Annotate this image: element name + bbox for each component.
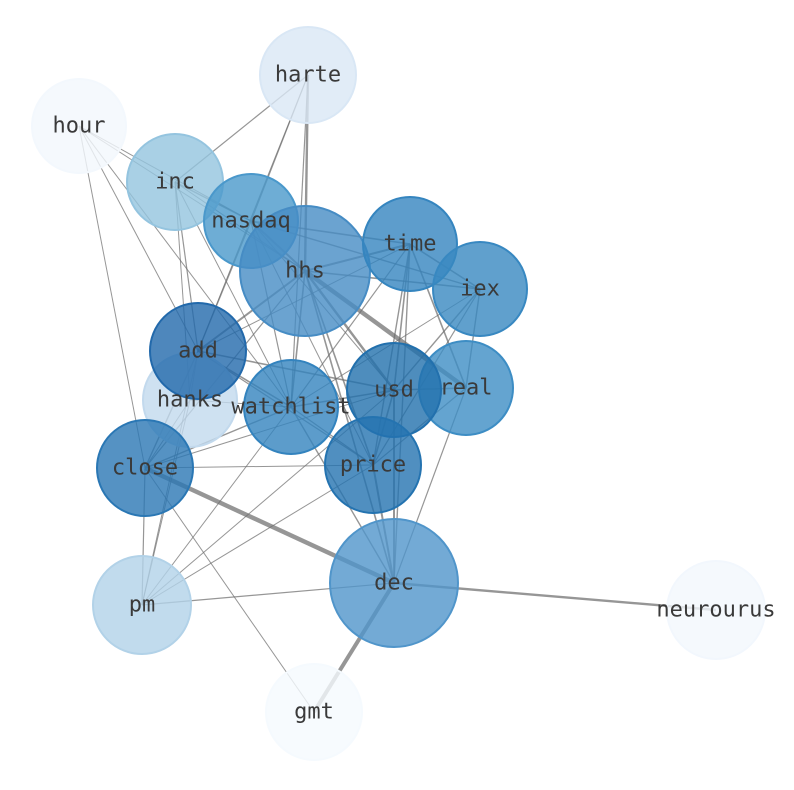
node-label-price: price — [340, 453, 406, 478]
node-label-hanks: hanks — [157, 388, 223, 413]
node-hour — [31, 78, 127, 174]
node-label-neurourus: neurourus — [656, 598, 775, 623]
edge-hour-watchlist — [78, 125, 292, 408]
node-watchlist — [243, 359, 339, 455]
node-label-close: close — [112, 456, 178, 481]
node-label-iex: iex — [460, 277, 500, 302]
node-label-hhs: hhs — [285, 259, 325, 284]
node-label-real: real — [440, 376, 493, 401]
node-label-dec: dec — [374, 571, 414, 596]
edge-gmt-close — [144, 467, 315, 713]
node-neurourus — [666, 560, 766, 660]
node-price — [324, 416, 422, 514]
node-time — [362, 196, 458, 292]
node-pm — [92, 555, 192, 655]
node-inc — [126, 133, 224, 231]
node-add — [149, 302, 247, 400]
node-label-watchlist: watchlist — [231, 395, 350, 420]
node-label-nasdaq: nasdaq — [211, 209, 290, 234]
edge-hour-close — [78, 125, 146, 469]
node-label-gmt: gmt — [294, 700, 334, 725]
node-hhs — [239, 205, 371, 337]
node-label-add: add — [178, 339, 218, 364]
node-label-inc: inc — [155, 170, 195, 195]
node-label-harte: harte — [275, 63, 341, 88]
node-harte — [259, 26, 357, 124]
node-label-time: time — [384, 232, 437, 257]
node-dec — [329, 518, 459, 648]
node-iex — [432, 241, 528, 337]
node-layer — [31, 26, 766, 761]
node-label-pm: pm — [129, 593, 156, 618]
node-label-hour: hour — [53, 114, 106, 139]
label-layer: hour harte gmt neurourus hanks pm inc dec nasdaq… — [53, 63, 776, 725]
node-gmt — [265, 663, 363, 761]
node-label-usd: usd — [374, 378, 414, 403]
node-close — [96, 419, 194, 517]
